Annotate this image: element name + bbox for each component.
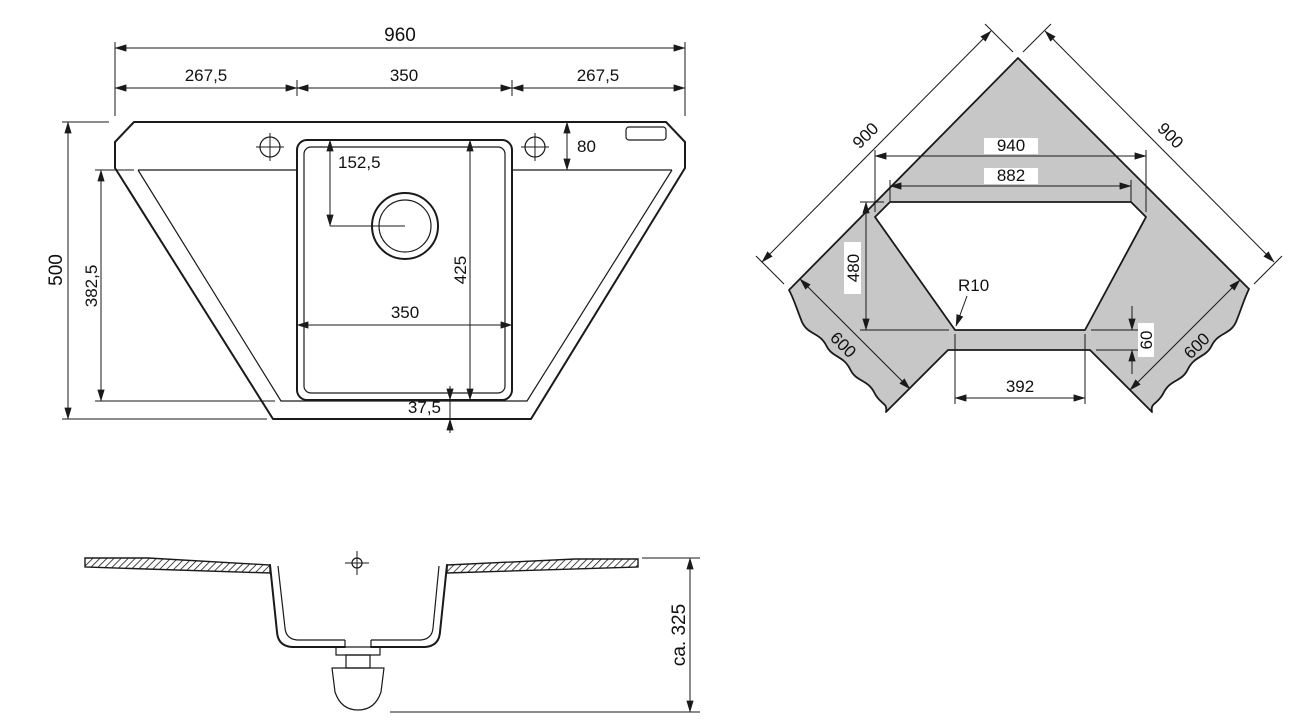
dim-label-install-depth: ca. 325	[669, 604, 690, 666]
overflow-slot	[625, 126, 667, 141]
dim-900R-line	[1044, 30, 1275, 263]
drain-assembly	[331, 646, 385, 711]
dim-label-corner-radius: R10	[958, 276, 989, 295]
basin-shell-outer	[269, 564, 448, 648]
centerline-mark	[345, 551, 369, 575]
left-deck	[84, 557, 271, 574]
tap-hole-right-crosshair	[521, 133, 549, 161]
dim-label-tap-offset: 80	[577, 137, 596, 156]
dim-600R-line	[1129, 279, 1241, 391]
dim-label-front-gap: 37,5	[408, 398, 441, 417]
sink-inner-contour	[137, 169, 673, 402]
dim-label-front-gap-corner: 60	[1137, 331, 1156, 350]
corner-view: 900 900 940 882 480	[755, 23, 1283, 413]
dim-label-cutout-depth: 480	[844, 254, 863, 282]
dim-900L-line	[761, 30, 992, 263]
section-view: ca. 325	[84, 551, 700, 713]
dim-r10-label-halo	[954, 277, 996, 294]
dim-325-extension-lines	[390, 557, 700, 713]
dim-basin-length: 425	[451, 139, 474, 401]
drain-pipe	[345, 654, 371, 669]
dim-label-seg-left: 267,5	[185, 66, 228, 85]
dim-label-seg-center: 350	[390, 66, 418, 85]
tap-hole-left	[256, 133, 284, 161]
dim-tap-offset: 80	[563, 121, 596, 171]
dim-label-basin-width: 350	[391, 303, 419, 322]
dim-drain-offset: 152,5	[326, 139, 405, 227]
dim-cutout-width: 940	[874, 136, 1147, 212]
dim-label-cutout-top-width: 882	[997, 166, 1025, 185]
dim-900R-extension-lines	[1022, 23, 1283, 285]
tap-hole-right	[521, 133, 549, 161]
dim-label-total-depth: 500	[46, 254, 67, 286]
basin-outline	[296, 139, 513, 401]
dim-total-depth: 500	[46, 121, 267, 420]
dim-label-drain-offset: 152,5	[338, 153, 381, 172]
dim-total-width: 960	[114, 25, 686, 116]
dim-cutout-top-width: 882	[889, 166, 1132, 202]
centerline-cross	[345, 551, 369, 575]
dim-392-extension-lines	[954, 334, 1086, 404]
dim-basin-width: 350	[296, 303, 513, 329]
dim-cutout-front-width: 392	[954, 334, 1086, 404]
sink-outline	[114, 121, 686, 420]
dim-600L-line	[799, 278, 911, 390]
dim-940-label-halo	[984, 138, 1038, 154]
dim-label-cutout-front-width: 392	[1006, 377, 1034, 396]
dim-label-basin-length: 425	[451, 256, 470, 284]
basin-shell-inner	[277, 565, 440, 641]
dim-front-gap: 37,5	[408, 386, 454, 433]
tap-hole-left-crosshair	[256, 133, 284, 161]
dim-382-extension-lines	[95, 169, 275, 402]
plan-view: 960 267,5 350 267,5 500 382,5 152,	[46, 25, 686, 433]
basin-inner-wall	[303, 146, 506, 394]
drain-trap	[331, 667, 385, 711]
dim-label-cutout-width: 940	[997, 136, 1025, 155]
dim-960-extension-lines	[114, 42, 686, 116]
dim-label-seg-right: 267,5	[577, 66, 620, 85]
right-deck	[446, 558, 639, 574]
drain-hole-walls	[344, 640, 372, 647]
drain-flange	[335, 646, 381, 656]
dim-label-wall-left: 900	[849, 119, 882, 152]
dim-inner-depth: 382,5	[82, 169, 275, 402]
inner-bowl-contour	[137, 169, 673, 402]
dim-install-depth: ca. 325	[390, 557, 700, 713]
dim-882-label-halo	[984, 168, 1038, 184]
dim-label-total-width: 960	[384, 25, 416, 46]
dim-r10-leader	[955, 295, 968, 327]
dim-corner-radius: R10	[954, 276, 996, 327]
dim-label-inner-depth: 382,5	[82, 265, 101, 308]
dim-label-wall-right: 900	[1154, 119, 1187, 152]
dim-segment-row: 267,5 350 267,5	[114, 66, 686, 96]
dim-900L-extension-lines	[755, 23, 1014, 285]
